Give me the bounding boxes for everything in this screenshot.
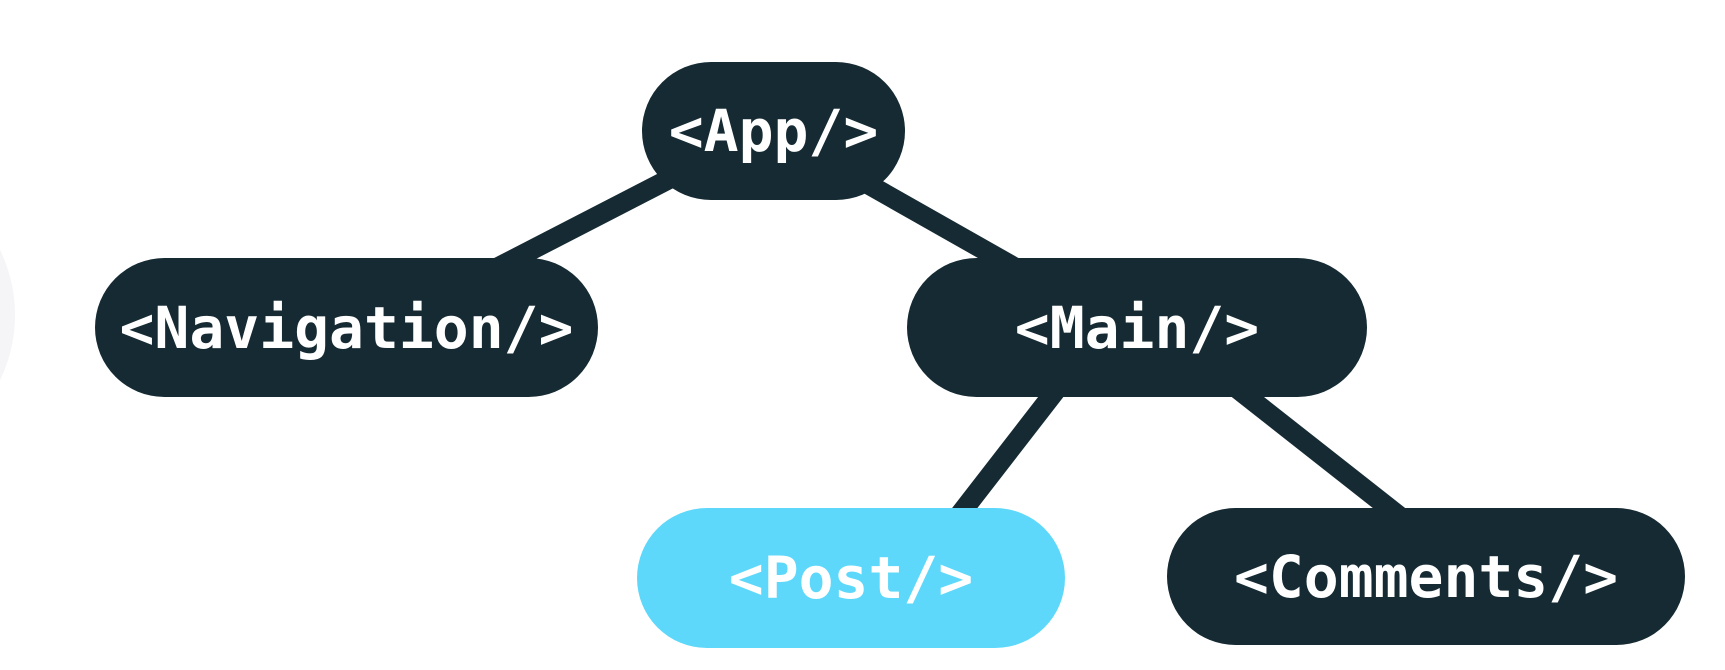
- node-comments-label: <Comments/>: [1233, 542, 1619, 611]
- node-main-label: <Main/>: [1014, 293, 1260, 362]
- node-app: <App/>: [642, 62, 905, 200]
- node-main: <Main/>: [907, 258, 1367, 397]
- node-post-label: <Post/>: [728, 544, 974, 612]
- node-app-label: <App/>: [668, 97, 879, 165]
- node-post-highlighted: <Post/>: [637, 508, 1065, 648]
- node-comments: <Comments/>: [1167, 508, 1685, 645]
- node-navigation-label: <Navigation/>: [119, 293, 574, 362]
- node-navigation: <Navigation/>: [95, 258, 598, 397]
